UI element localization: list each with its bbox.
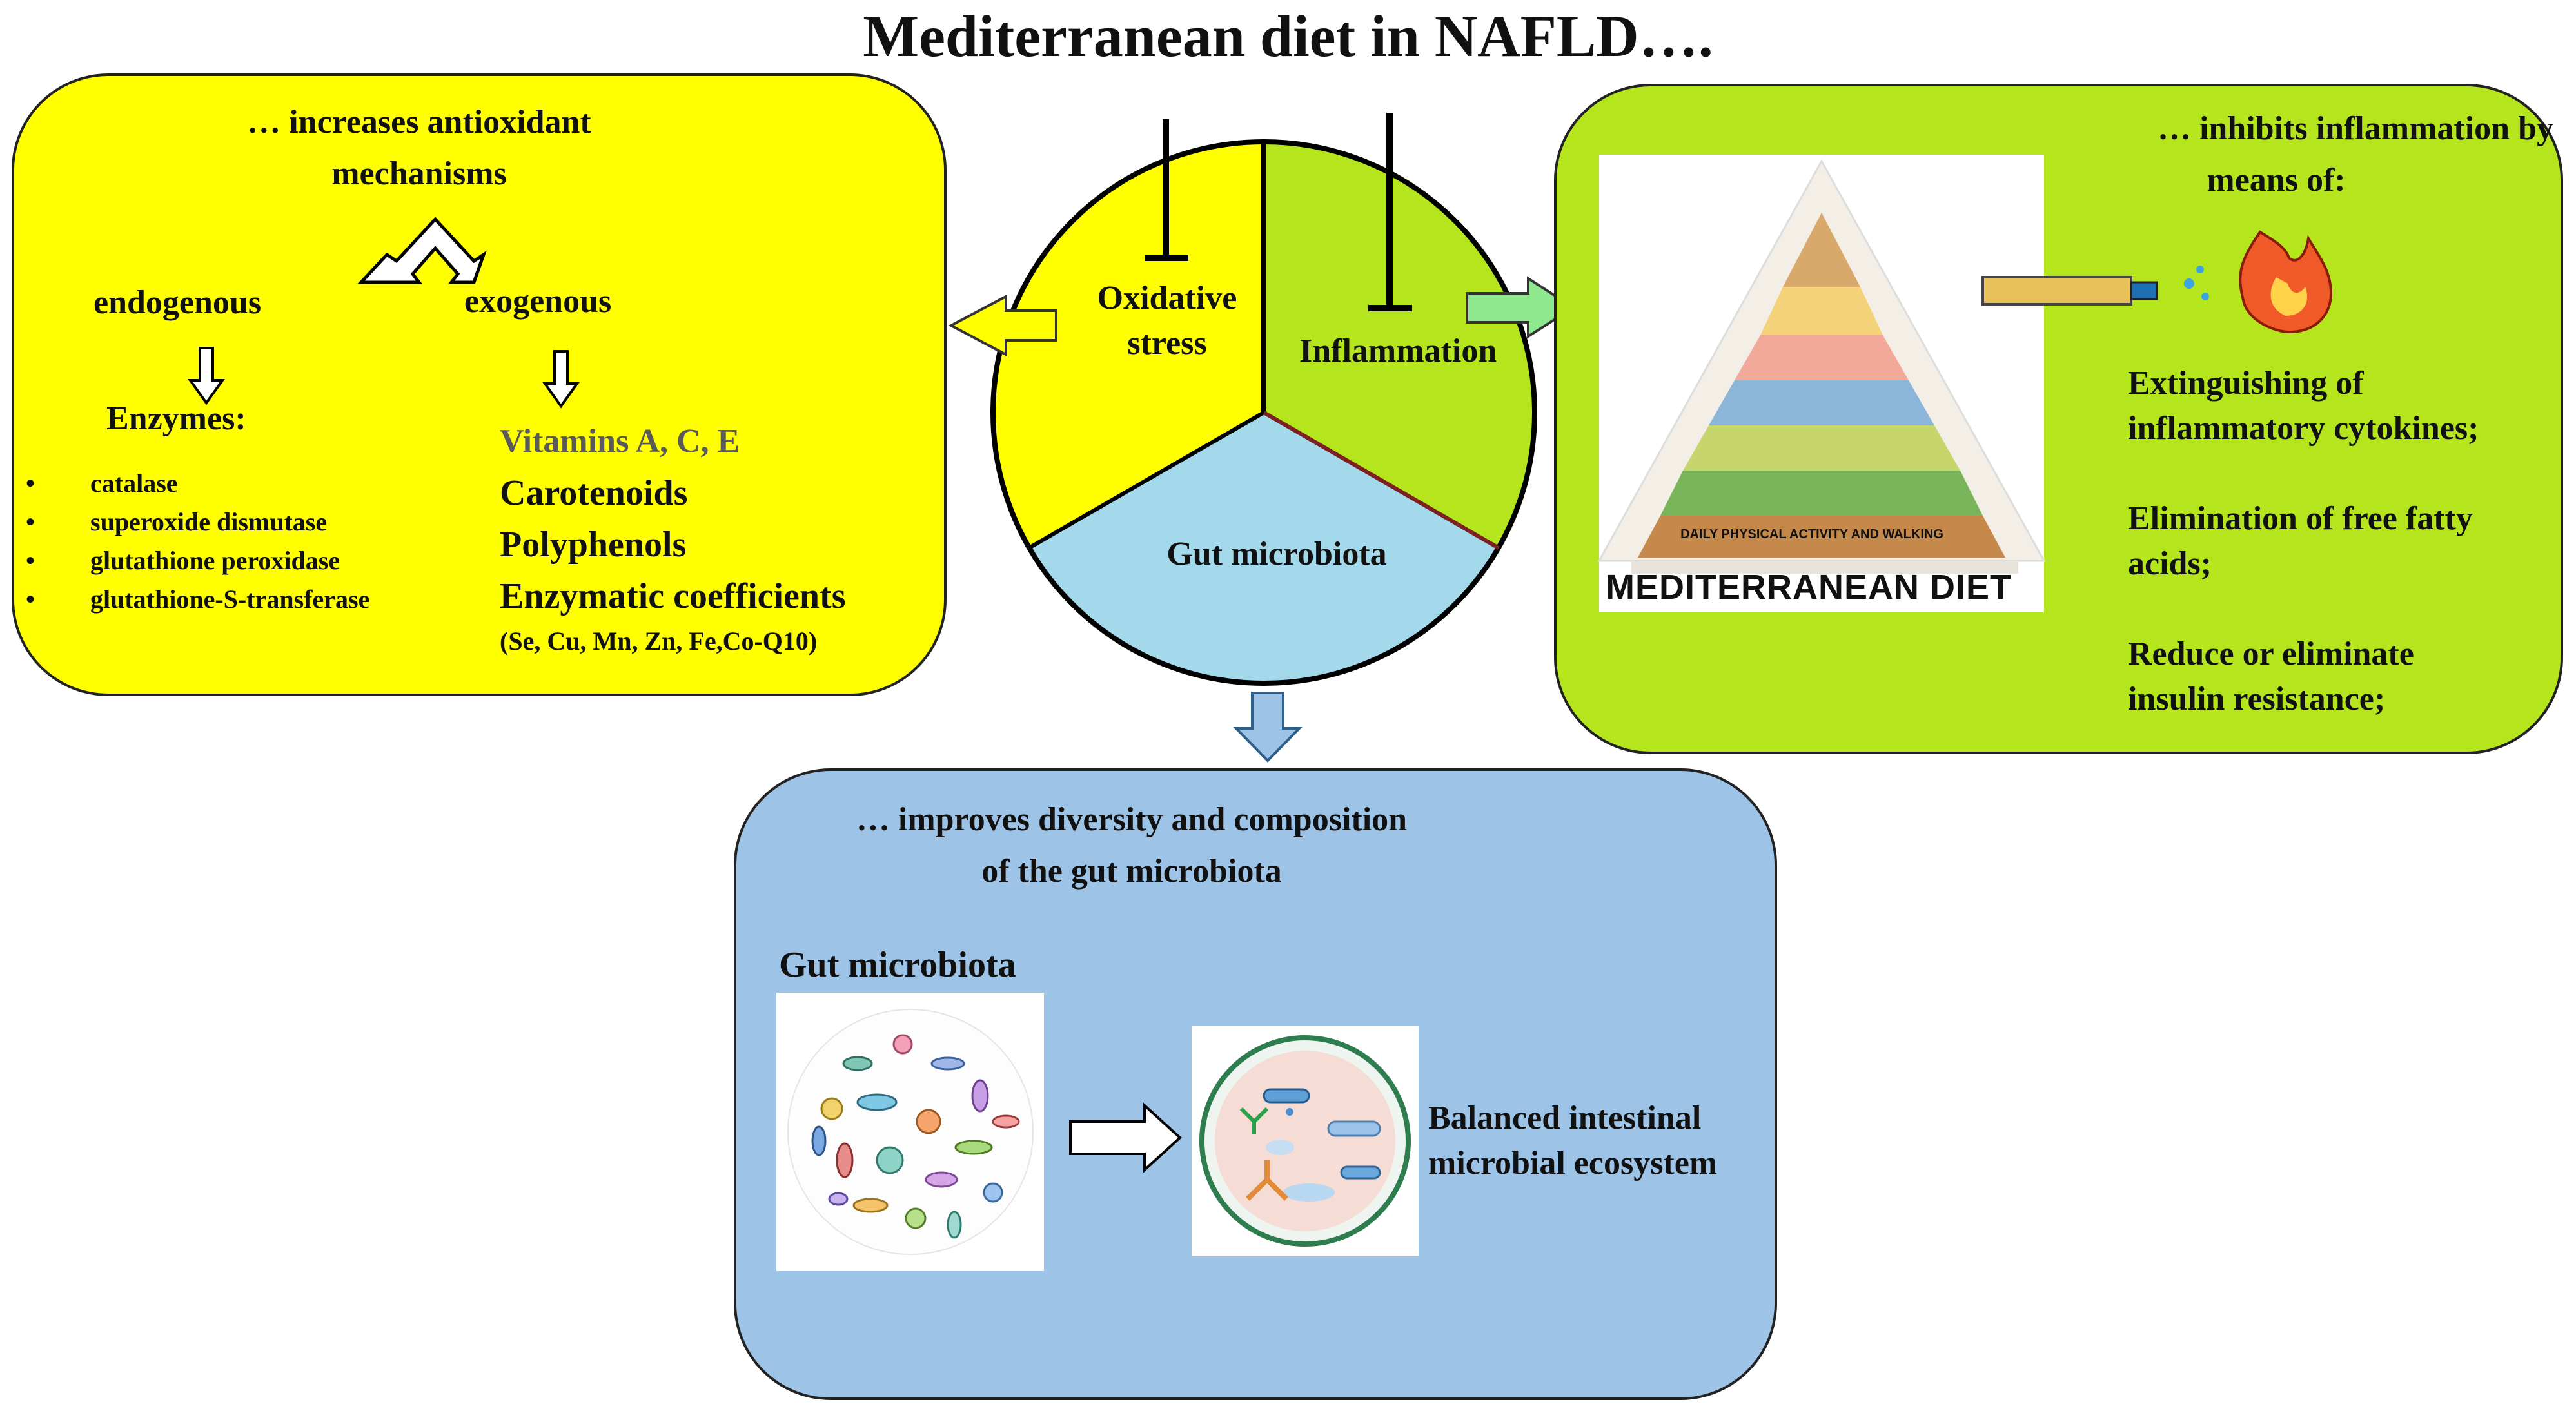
diagram-title: Mediterranean diet in NAFLD…. — [863, 3, 1713, 69]
pyramid-caption: MEDITERRANEAN DIET — [1605, 568, 2012, 607]
list-item: Carotenoids — [500, 473, 688, 513]
balanced-ecosystem-label: Balanced intestinal microbial ecosystem — [1428, 1100, 1718, 1182]
list-item: •superoxide dismutase — [26, 507, 328, 536]
enzyme-list: •catalase •superoxide dismutase •glutath… — [26, 464, 369, 619]
enzymes-label: Enzymes: — [106, 400, 246, 437]
balanced-ecosystem-image — [1192, 1026, 1419, 1256]
gut-microbiota-sublabel: Gut microbiota — [779, 945, 1016, 985]
microbes-image — [776, 993, 1044, 1271]
list-item: •glutathione-S-transferase — [26, 585, 370, 614]
gut-heading: … improves diversity and composition of … — [856, 801, 1408, 890]
branch-arrow-icon — [364, 238, 474, 284]
gut-microbiota-label: Gut microbiota — [1166, 536, 1387, 572]
endogenous-label: endogenous — [93, 284, 262, 321]
list-item: Extinguishing of inflammatory cytokines; — [2128, 365, 2479, 447]
list-item: Reduce or eliminate insulin resistance; — [2128, 636, 2414, 717]
oxidative-stress-label: Oxidative stress — [1097, 280, 1237, 362]
mediterranean-pyramid-image — [1599, 155, 2044, 612]
list-item: •glutathione peroxidase — [26, 546, 340, 575]
exogenous-label: exogenous — [464, 283, 612, 320]
list-item: •catalase — [26, 469, 178, 498]
antioxidant-panel — [12, 73, 947, 696]
list-item: Elimination of free fatty acids; — [2128, 500, 2473, 582]
list-item: Polyphenols — [500, 525, 687, 565]
inflammation-mechanisms-list: Extinguishing of inflammatory cytokines;… — [2128, 361, 2479, 722]
pyramid-footer-text: DAILY PHYSICAL ACTIVITY AND WALKING — [1680, 527, 1943, 541]
inflammation-label: Inflammation — [1299, 333, 1497, 369]
coefficients-text: (Se, Cu, Mn, Zn, Fe,Co-Q10) — [500, 627, 818, 656]
inflammation-heading: … inhibits inflammation by means of: — [2157, 110, 2553, 199]
list-item: Enzymatic coefficients — [500, 576, 846, 616]
antioxidant-heading: … increases antioxidant mechanisms — [247, 104, 591, 192]
exogenous-list: Vitamins A, C, E Carotenoids Polyphenols… — [500, 416, 845, 661]
list-item: Vitamins A, C, E — [500, 423, 740, 460]
